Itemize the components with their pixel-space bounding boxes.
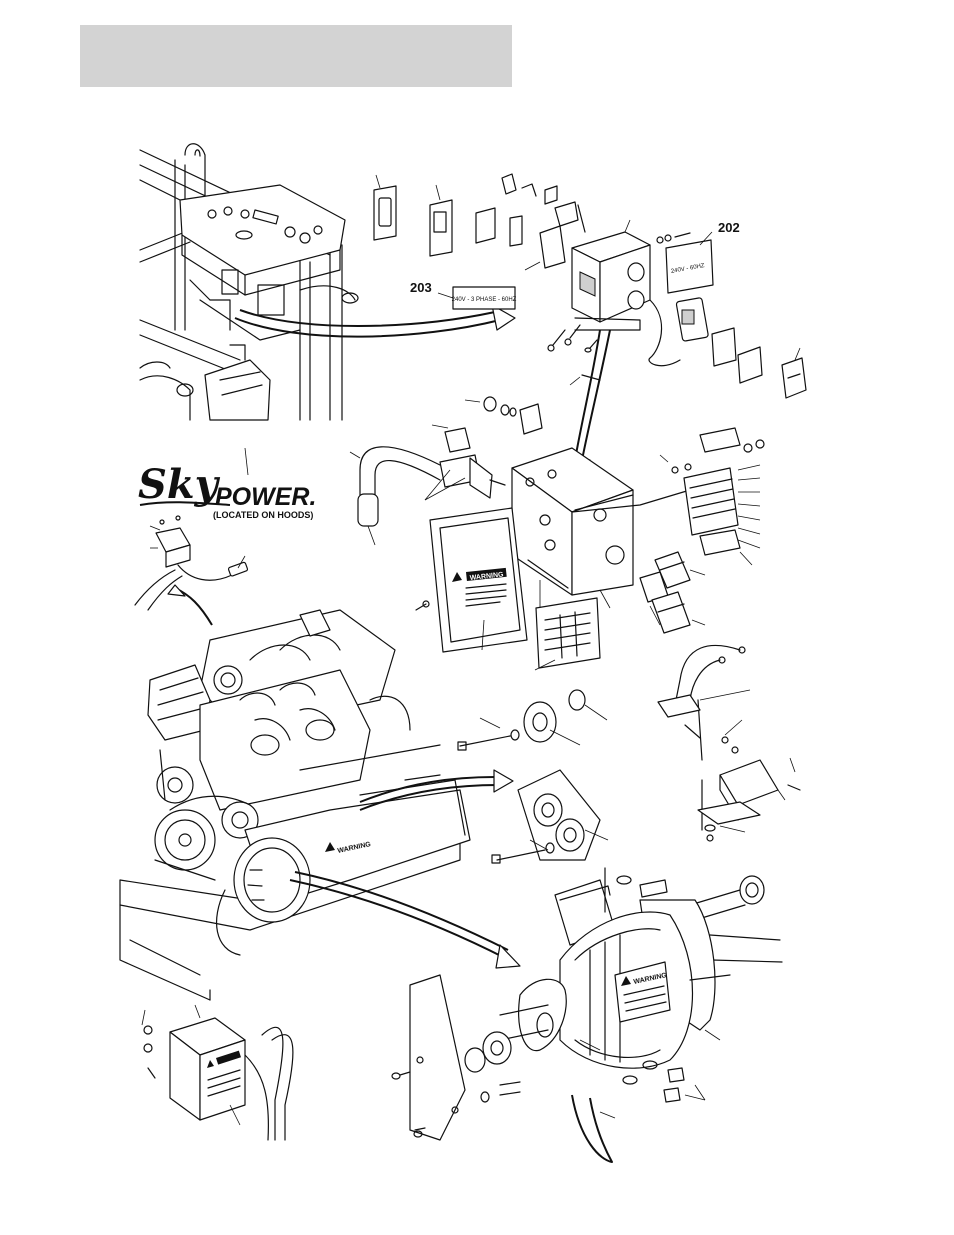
- wiring-diagram-decal: [535, 580, 600, 670]
- engine-generator-assembly: WARNING: [120, 610, 470, 1000]
- generator-exploded-view: WARNING: [392, 868, 782, 1162]
- brand-power: POWER.: [215, 483, 316, 511]
- decal-203-text: 240V - 3 PHASE - 60HZ: [452, 297, 517, 303]
- skypower-logo: Sky POWER. (LOCATED ON HOODS): [138, 448, 316, 520]
- bottom-left-junction-box: [142, 1005, 293, 1140]
- switch-parts: [374, 174, 585, 270]
- brand-note: (LOCATED ON HOODS): [213, 510, 313, 520]
- sensor-bracket-assembly: [135, 516, 248, 625]
- relay-bracket-assembly: [658, 645, 800, 841]
- arrow-console-to-box: [235, 305, 515, 337]
- brand-sky: Sky: [138, 461, 221, 508]
- terminal-block-assembly: [660, 428, 764, 565]
- cord-grips: [640, 552, 705, 633]
- callout-203: 203: [410, 280, 432, 295]
- box-lid-with-warning: WARNING: [416, 508, 527, 652]
- decal-202: 240V - 60HZ 202: [666, 220, 740, 293]
- platform-console-assembly: [140, 144, 358, 420]
- decal-203: 240V - 3 PHASE - 60HZ 203: [410, 280, 517, 309]
- callout-202: 202: [718, 220, 740, 235]
